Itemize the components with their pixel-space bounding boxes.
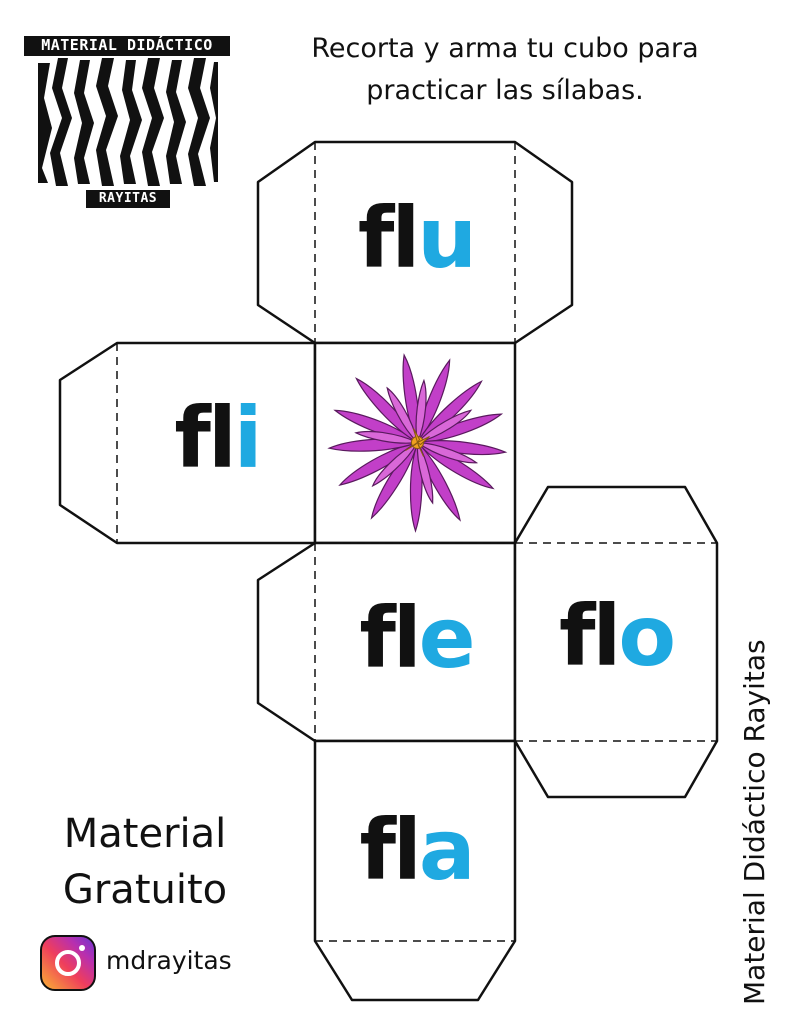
logo-subtitle: RAYITAS [86, 190, 170, 208]
flower-image [327, 353, 508, 533]
promo-text: Material Gratuito [40, 806, 250, 918]
syllable-fla: fla [316, 808, 516, 892]
instagram-icon [40, 935, 96, 991]
side-credit: Material Didáctico Rayitas [738, 639, 771, 1005]
syllable-vowel: u [417, 189, 477, 287]
syllable-flu: flu [316, 196, 516, 280]
logo-title: MATERIAL DIDÁCTICO [24, 36, 230, 56]
syllable-vowel: e [418, 589, 476, 687]
promo-line-2: Gratuito [62, 867, 228, 913]
syllable-flo: flo [516, 594, 716, 678]
instagram-handle: mdrayitas [106, 946, 232, 975]
instructions: Recorta y arma tu cubo para practicar la… [250, 28, 760, 112]
promo-line-1: Material [63, 811, 227, 857]
syllable-consonants: fl [359, 589, 421, 687]
syllable-fli: fli [117, 396, 317, 480]
syllable-consonants: fl [359, 801, 421, 899]
syllable-vowel: i [233, 389, 263, 487]
zebra-stripes-logo [38, 58, 218, 186]
syllable-vowel: o [618, 587, 676, 685]
syllable-fle: fle [316, 596, 516, 680]
instructions-line-1: Recorta y arma tu cubo para [311, 33, 699, 64]
syllable-consonants: fl [357, 189, 420, 287]
syllable-consonants: fl [174, 389, 236, 487]
fold-lines [116, 142, 717, 942]
instructions-line-2: practicar las sílabas. [366, 75, 644, 106]
syllable-consonants: fl [558, 587, 621, 685]
syllable-vowel: a [418, 801, 476, 899]
